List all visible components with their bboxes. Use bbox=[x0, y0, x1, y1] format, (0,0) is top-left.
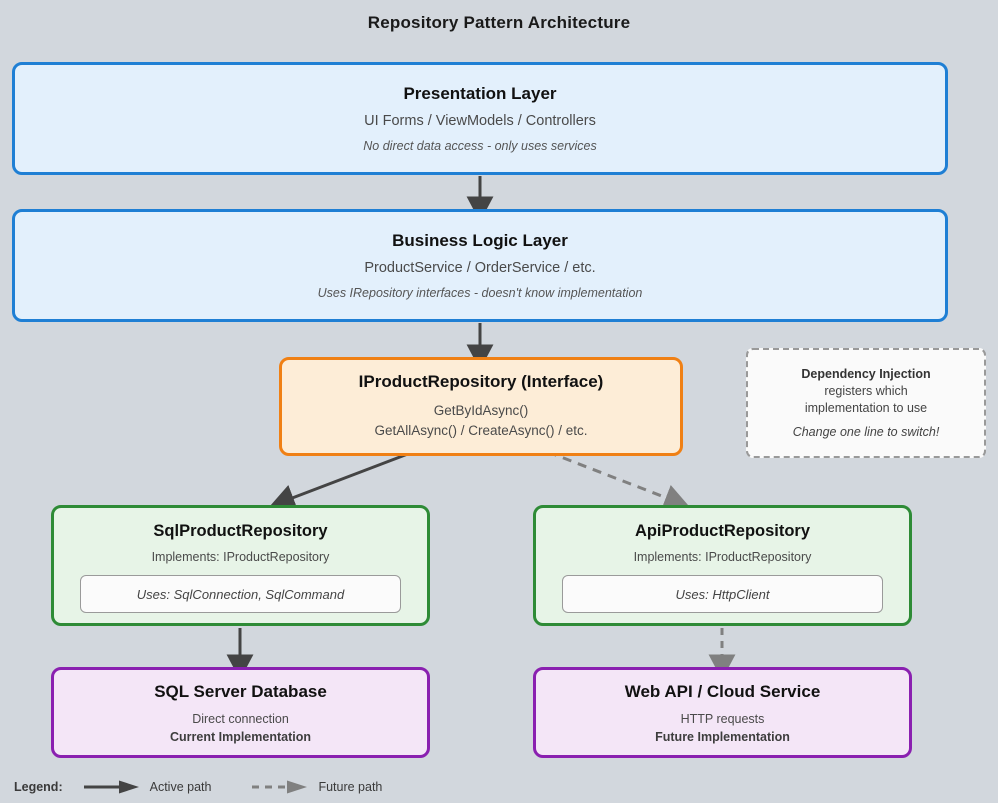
sql-db-status: Current Implementation bbox=[170, 729, 311, 744]
arrow-interface-to-api-repo bbox=[547, 450, 690, 511]
presentation-layer-note: No direct data access - only uses servic… bbox=[363, 139, 597, 153]
sql-db-title: SQL Server Database bbox=[154, 681, 327, 701]
future-path-arrow-icon bbox=[252, 780, 308, 794]
business-logic-layer-box[interactable]: Business Logic Layer ProductService / Or… bbox=[12, 209, 948, 322]
web-api-status: Future Implementation bbox=[655, 729, 790, 744]
business-layer-title: Business Logic Layer bbox=[392, 231, 568, 250]
sql-product-repository-box[interactable]: SqlProductRepository Implements: IProduc… bbox=[51, 505, 430, 626]
legend-active-path-label: Active path bbox=[149, 780, 212, 794]
sql-repo-title: SqlProductRepository bbox=[153, 522, 328, 540]
sql-repo-implements: Implements: IProductRepository bbox=[151, 550, 330, 564]
di-note-line-1: registers which bbox=[824, 384, 908, 399]
api-repo-implements: Implements: IProductRepository bbox=[633, 550, 812, 564]
di-note-italic-line: Change one line to switch! bbox=[792, 424, 940, 439]
iproductrepository-interface-box[interactable]: IProductRepository (Interface) GetByIdAs… bbox=[279, 357, 683, 456]
page-title: Repository Pattern Architecture bbox=[367, 13, 631, 32]
legend: Legend: Active path Future path bbox=[14, 776, 484, 798]
di-note-title: Dependency Injection bbox=[801, 367, 931, 382]
business-layer-note: Uses IRepository interfaces - doesn't kn… bbox=[317, 286, 643, 300]
api-product-repository-box[interactable]: ApiProductRepository Implements: IProduc… bbox=[533, 505, 912, 626]
sql-db-subtitle: Direct connection bbox=[192, 711, 289, 726]
api-repo-uses-box: Uses: HttpClient bbox=[562, 575, 883, 613]
presentation-layer-subtitle: UI Forms / ViewModels / Controllers bbox=[364, 113, 596, 129]
interface-title: IProductRepository (Interface) bbox=[358, 372, 604, 392]
interface-method-1: GetByIdAsync() bbox=[433, 403, 529, 419]
presentation-layer-title: Presentation Layer bbox=[403, 84, 557, 103]
dependency-injection-note: Dependency Injection registers which imp… bbox=[746, 348, 986, 458]
arrow-interface-to-sql-repo bbox=[269, 450, 414, 511]
interface-method-2: GetAllAsync() / CreateAsync() / etc. bbox=[374, 423, 588, 438]
business-layer-subtitle: ProductService / OrderService / etc. bbox=[364, 260, 596, 276]
legend-label: Legend: bbox=[14, 780, 63, 794]
api-repo-title: ApiProductRepository bbox=[634, 522, 811, 540]
api-repo-uses-label: Uses: HttpClient bbox=[675, 586, 770, 602]
sql-repo-uses-label: Uses: SqlConnection, SqlCommand bbox=[136, 586, 345, 602]
presentation-layer-box[interactable]: Presentation Layer UI Forms / ViewModels… bbox=[12, 62, 948, 175]
sql-repo-uses-box: Uses: SqlConnection, SqlCommand bbox=[80, 575, 401, 613]
web-api-title: Web API / Cloud Service bbox=[624, 681, 821, 701]
active-path-arrow-icon bbox=[83, 780, 139, 794]
di-note-line-2: implementation to use bbox=[804, 401, 928, 415]
web-api-cloud-service-box[interactable]: Web API / Cloud Service HTTP requests Fu… bbox=[533, 667, 912, 758]
legend-future-path-label: Future path bbox=[318, 780, 383, 794]
web-api-subtitle: HTTP requests bbox=[680, 711, 765, 726]
sql-server-database-box[interactable]: SQL Server Database Direct connection Cu… bbox=[51, 667, 430, 758]
